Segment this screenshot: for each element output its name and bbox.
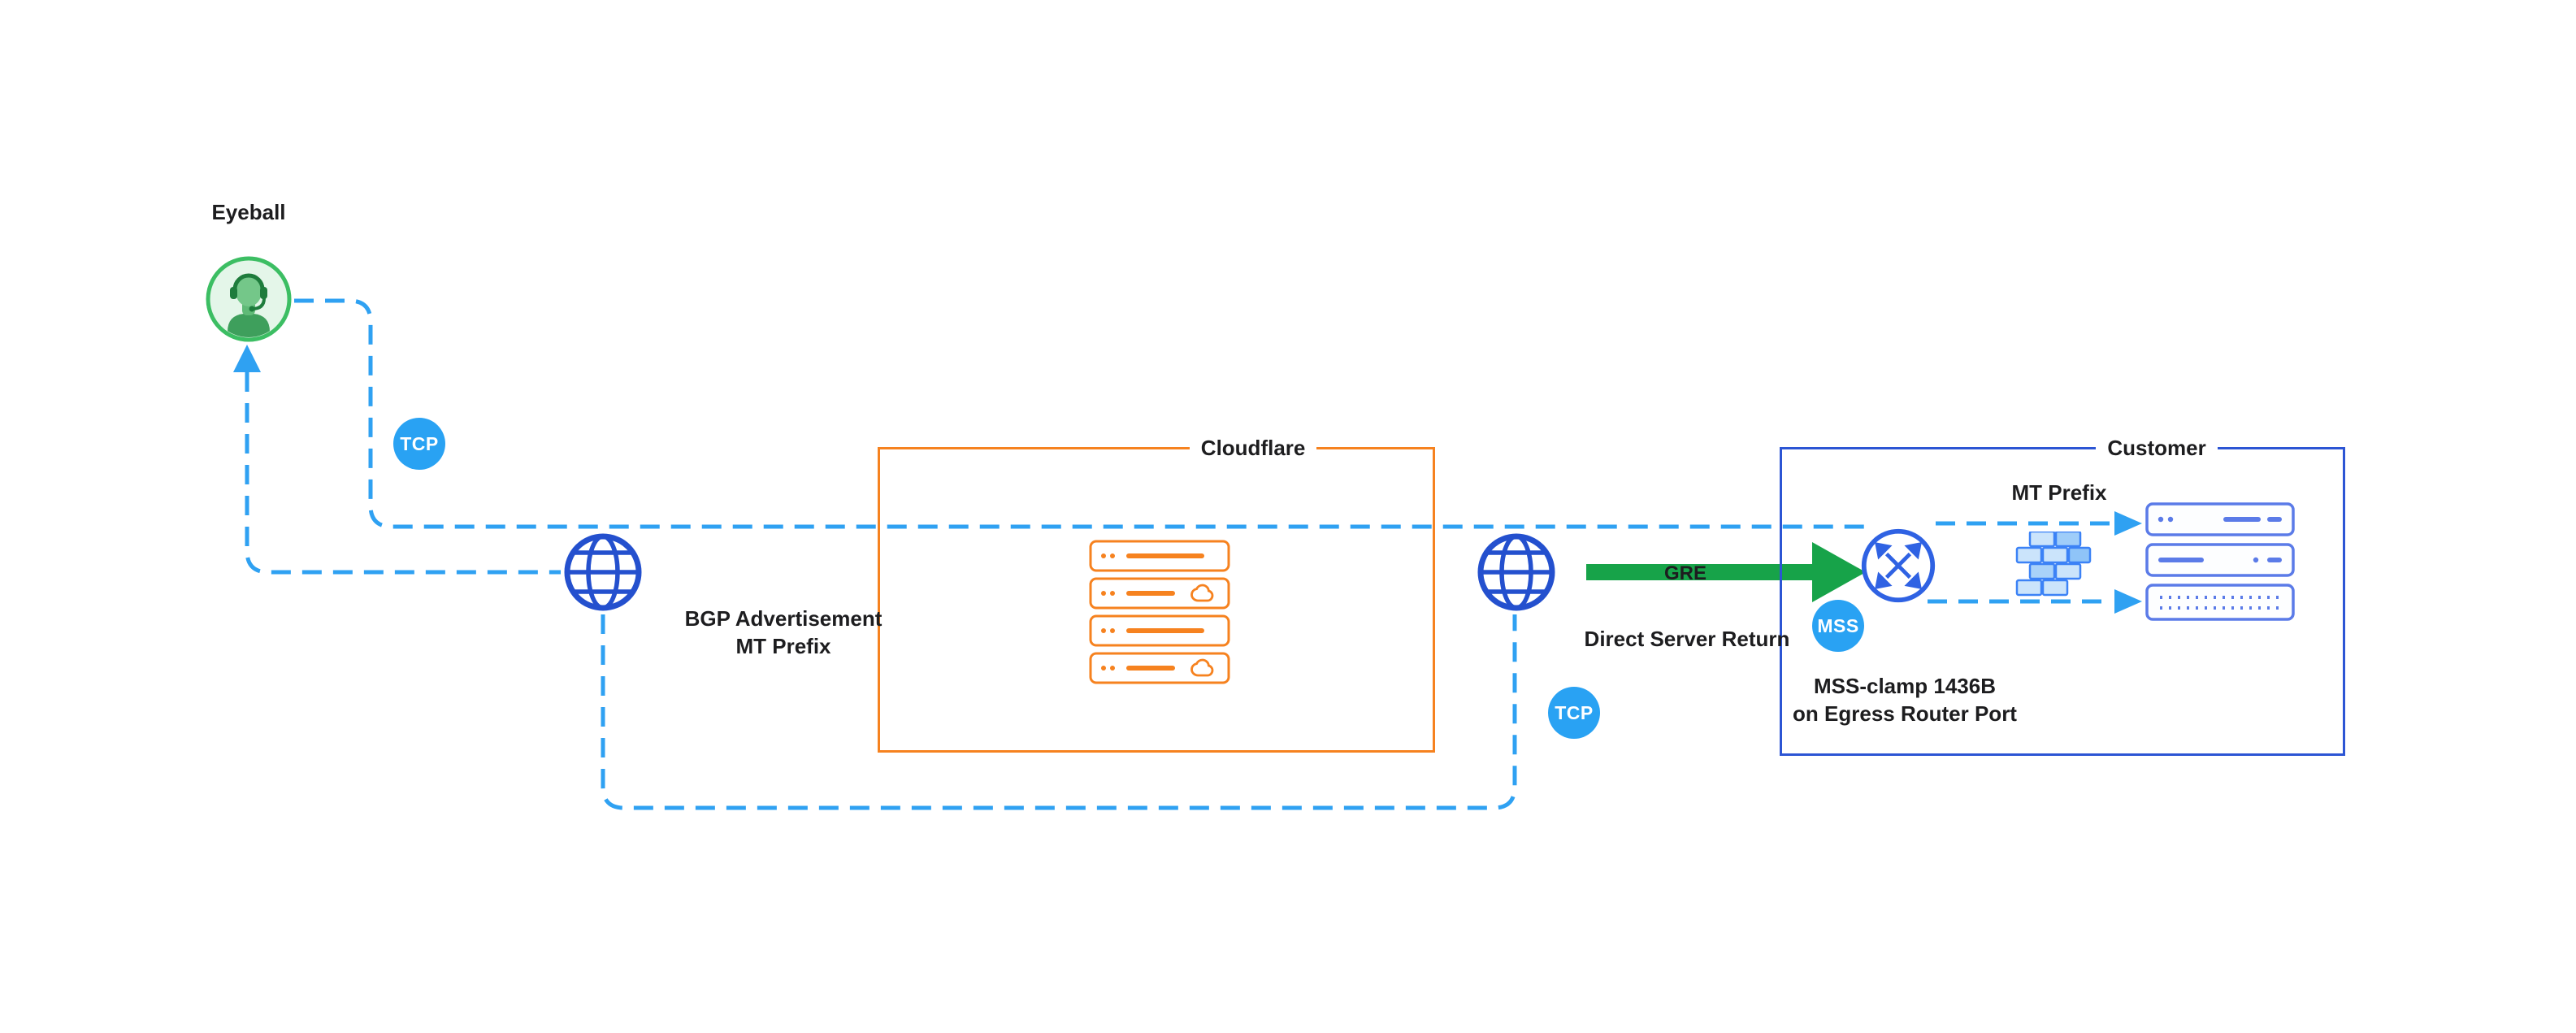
right-arrow-icon <box>2114 511 2142 536</box>
cloudflare-box: Cloudflare <box>878 436 1435 753</box>
direct-server-return-label: Direct Server Return <box>1584 627 1790 651</box>
mss-clamp-line1: MSS-clamp 1436B <box>1814 674 1996 698</box>
bgp-line2: MT Prefix <box>735 634 831 658</box>
tcp-badge: TCP <box>1548 687 1600 739</box>
gre-arrow-icon <box>1586 542 1866 602</box>
person-headset-icon <box>205 255 293 343</box>
path-return-to-eyeball <box>245 372 561 575</box>
up-arrow-icon <box>233 345 261 372</box>
customer-box: Customer <box>1780 436 2345 756</box>
cloud-icon <box>1190 584 1214 602</box>
customer-box-title: Customer <box>2096 436 2218 461</box>
mss-clamp-label: MSS-clamp 1436B on Egress Router Port <box>1783 672 2027 727</box>
right-arrow-icon <box>2114 589 2142 614</box>
tcp-badge: TCP <box>393 418 445 470</box>
mss-badge: MSS <box>1812 600 1864 652</box>
cloudflare-box-title: Cloudflare <box>1189 436 1317 461</box>
mss-clamp-line2: on Egress Router Port <box>1793 701 2017 726</box>
gre-label: GRE <box>1663 562 1706 584</box>
bgp-advertisement-label: BGP Advertisement MT Prefix <box>661 605 905 660</box>
server-stack-icon <box>2145 502 2295 621</box>
firewall-icon <box>2012 530 2093 598</box>
eyeball-label: Eyeball <box>211 200 286 224</box>
path-eyeball-to-customer-router <box>294 298 1867 529</box>
customer-mt-prefix-label: MT Prefix <box>2011 480 2107 505</box>
bgp-line1: BGP Advertisement <box>684 606 883 631</box>
cloud-icon <box>1190 658 1214 677</box>
globe-icon <box>562 532 644 613</box>
server-stack-icon <box>1089 540 1230 688</box>
router-icon <box>1859 527 1937 605</box>
globe-icon <box>1476 532 1557 613</box>
